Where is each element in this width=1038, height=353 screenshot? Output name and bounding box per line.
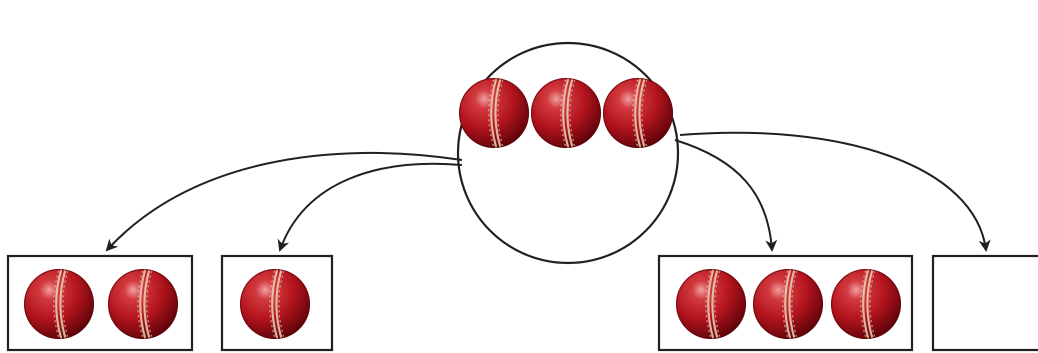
source-group-circle xyxy=(456,41,680,265)
arrow-to-partition-4 xyxy=(679,131,991,252)
cricket-ball-icon xyxy=(530,77,601,149)
cricket-ball-icon xyxy=(107,268,179,340)
arrow-to-partition-1 xyxy=(105,151,463,252)
cricket-ball-icon xyxy=(602,77,673,149)
cricket-ball-icon xyxy=(752,268,823,340)
arrow-to-partition-3 xyxy=(674,139,778,252)
partition-box-2 xyxy=(220,254,334,352)
partition-2-balls xyxy=(240,268,311,340)
partition-box-3 xyxy=(657,254,914,352)
partition-1-balls xyxy=(23,268,179,340)
arrow-to-partition-2 xyxy=(277,162,463,252)
partition-box-1 xyxy=(6,254,194,352)
source-group-balls xyxy=(459,77,673,149)
cricket-ball-icon xyxy=(459,77,530,149)
cricket-ball-icon xyxy=(23,268,95,340)
cricket-ball-icon xyxy=(240,268,311,340)
cricket-ball-icon xyxy=(830,268,901,340)
partition-box-4 xyxy=(931,254,1038,352)
partition-3-balls xyxy=(675,268,901,340)
cricket-ball-icon xyxy=(675,268,746,340)
